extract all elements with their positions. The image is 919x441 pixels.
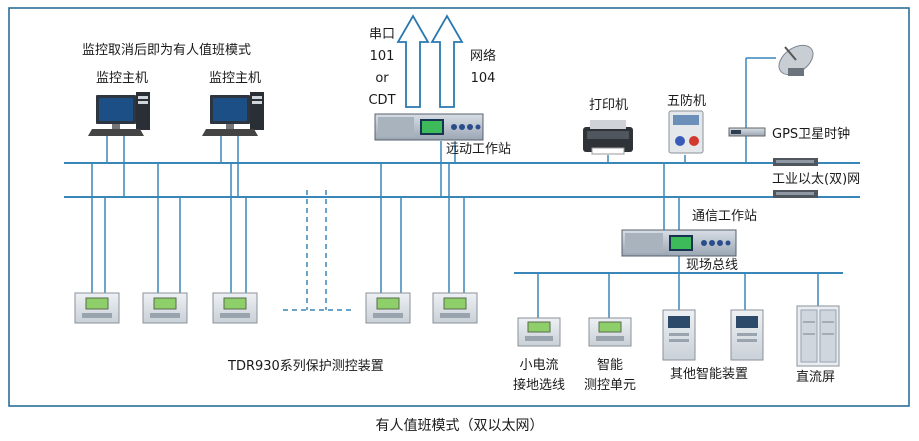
dc-panel-label: 直流屏 (796, 370, 836, 385)
diagram-frame (8, 7, 910, 407)
serial-label-line2: 101 (369, 49, 395, 64)
remote-station-label: 远动工作站 (446, 142, 512, 157)
host-1-label: 监控主机 (96, 71, 149, 86)
smart-measure-unit-icon (588, 317, 632, 347)
remote-station-rack-icon (374, 113, 484, 141)
host-computer-1-icon (88, 92, 150, 136)
small-current-label-line1: 小电流 (519, 358, 559, 373)
ethernet-buses (64, 162, 860, 198)
field-bus-label: 现场总线 (686, 258, 739, 273)
host-computer-2-icon (202, 92, 264, 136)
comm-station-rack-icon (621, 229, 737, 257)
gps-clock-icon (728, 127, 766, 137)
dc-panel-icon (796, 305, 840, 367)
smart-unit-label-line2: 测控单元 (583, 378, 636, 393)
host-2-label: 监控主机 (209, 71, 262, 86)
serial-label-line1: 串口 (368, 27, 395, 42)
tdr930-device-5-icon (432, 292, 478, 324)
serial-label-line3: or (375, 71, 389, 86)
other-smart-device-2-icon (730, 309, 764, 361)
five-prevention-icon (668, 110, 704, 154)
ethernet-switch-1-icon (773, 158, 818, 166)
small-current-device-icon (517, 317, 561, 347)
connection-lines (91, 57, 819, 318)
monitor-note-label: 监控取消后即为有人值班模式 (82, 43, 252, 58)
five-prevention-label: 五防机 (667, 94, 707, 109)
tdr930-device-4-icon (365, 292, 411, 324)
gps-label: GPS卫星时钟 (772, 127, 851, 142)
serial-arrow-icon (396, 14, 430, 108)
other-devices-label: 其他智能装置 (670, 367, 749, 382)
diagram-caption: 有人值班模式（双以太网） (375, 418, 544, 434)
network-label-line2: 104 (470, 71, 496, 86)
network-label-line1: 网络 (469, 49, 496, 64)
network-arrow-icon (430, 14, 464, 108)
small-current-label-line2: 接地选线 (512, 378, 565, 393)
printer-label: 打印机 (589, 98, 629, 113)
other-smart-device-1-icon (662, 309, 696, 361)
serial-label-line4: CDT (368, 93, 396, 108)
comm-station-label: 通信工作站 (692, 209, 758, 224)
tdr930-label: TDR930系列保护测控装置 (228, 359, 384, 374)
satellite-dish-icon (778, 44, 814, 76)
printer-icon (583, 120, 633, 155)
tdr930-device-2-icon (142, 292, 188, 324)
ethernet-label: 工业以太(双)网 (772, 172, 861, 187)
ellipsis-dashes (283, 190, 352, 311)
ethernet-switch-2-icon (773, 190, 818, 198)
tdr930-device-3-icon (212, 292, 258, 324)
smart-unit-label-line1: 智能 (596, 358, 623, 373)
tdr930-device-1-icon (74, 292, 120, 324)
